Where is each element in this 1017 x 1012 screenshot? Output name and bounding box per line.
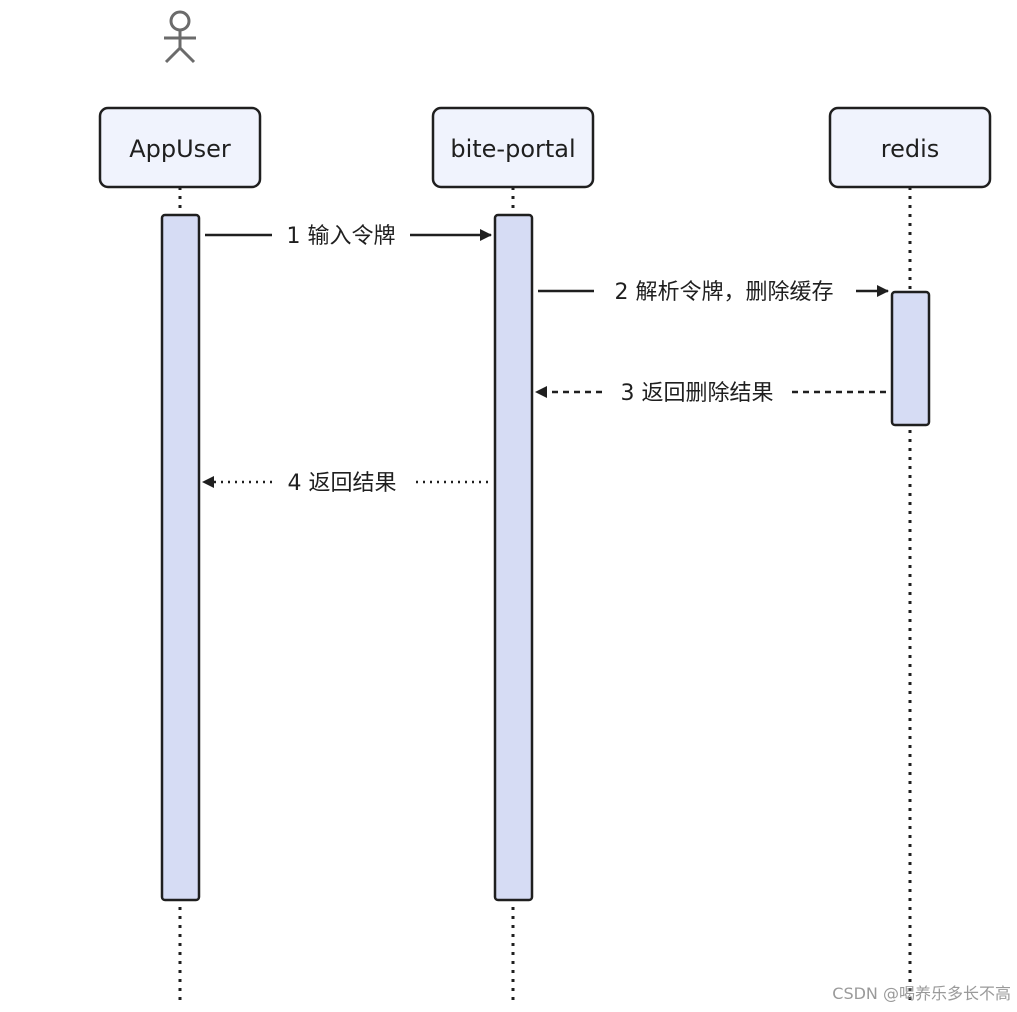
message-2-label: 2 解析令牌，删除缓存 <box>615 280 834 305</box>
message-1: 1 输入令牌 <box>205 224 492 249</box>
message-3-label: 3 返回删除结果 <box>621 381 774 406</box>
participant-portal: bite-portal <box>431 106 595 189</box>
activation-portal <box>493 213 534 902</box>
watermark: CSDN @喝养乐多长不高 <box>832 984 1011 1003</box>
participant-redis-label: redis <box>881 135 940 163</box>
message-4-label: 4 返回结果 <box>288 471 397 496</box>
person-icon <box>164 10 196 64</box>
activation-appuser <box>160 213 201 902</box>
message-2: 2 解析令牌，删除缓存 <box>538 280 889 305</box>
participant-appuser-label: AppUser <box>129 135 231 163</box>
message-1-label: 1 输入令牌 <box>287 224 396 249</box>
message-4: 4 返回结果 <box>202 471 488 496</box>
participant-redis: redis <box>828 106 992 189</box>
participant-portal-label: bite-portal <box>450 135 575 163</box>
message-3: 3 返回删除结果 <box>535 381 886 406</box>
activation-redis <box>890 290 931 427</box>
participant-appuser: AppUser <box>98 106 262 189</box>
